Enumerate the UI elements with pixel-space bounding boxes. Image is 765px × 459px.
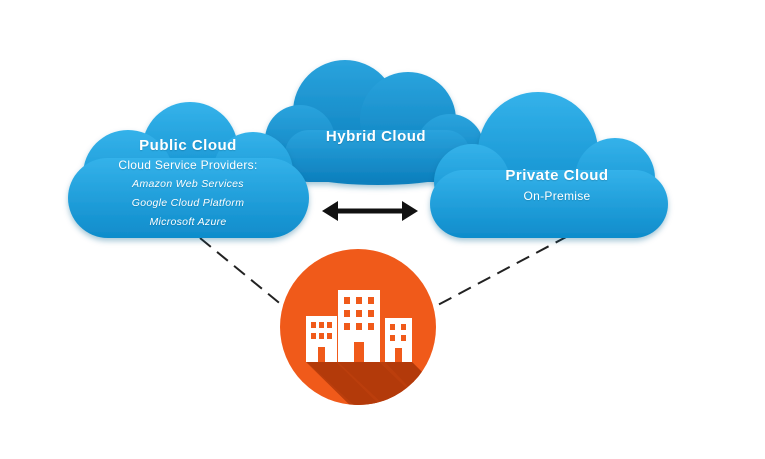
dashed-line-right	[435, 235, 569, 307]
private-cloud-shape	[430, 92, 668, 238]
double-arrow-icon	[322, 201, 418, 221]
private-cloud-subtitle: On-Premise	[523, 189, 591, 203]
public-cloud-title: Public Cloud	[139, 137, 237, 154]
provider-aws: Amazon Web Services	[132, 178, 244, 190]
hybrid-cloud-shape	[265, 60, 484, 185]
hybrid-cloud-title: Hybrid Cloud	[325, 128, 427, 145]
provider-azure: Microsoft Azure	[149, 216, 227, 228]
public-cloud-subtitle: Cloud Service Providers:	[118, 158, 258, 172]
private-cloud-title: Private Cloud	[505, 167, 609, 184]
office-buildings-icon	[280, 249, 436, 405]
provider-gcp: Google Cloud Platform	[131, 197, 245, 209]
public-cloud-shape	[68, 102, 309, 238]
dashed-line-left	[199, 237, 284, 307]
